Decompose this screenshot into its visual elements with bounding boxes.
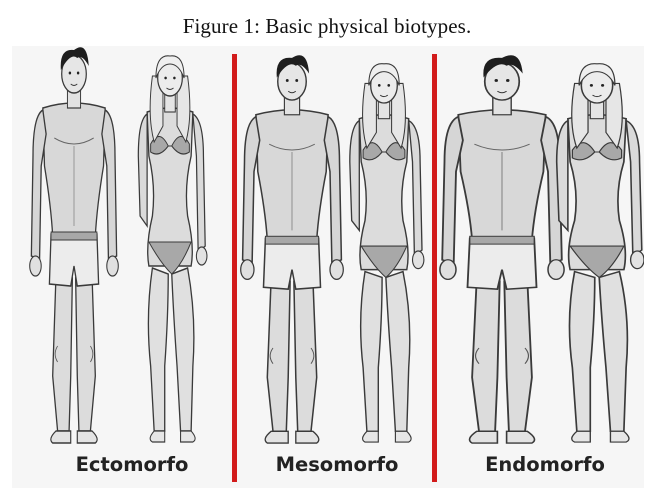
label-endomorph: Endomorfo xyxy=(460,453,630,476)
label-ectomorph: Ectomorfo xyxy=(52,453,212,476)
mesomorph-pair xyxy=(241,55,424,443)
divider-right xyxy=(432,54,437,482)
label-mesomorph: Mesomorfo xyxy=(252,453,422,476)
body-types-illustration xyxy=(12,46,644,488)
endomorph-male-figure xyxy=(440,55,564,443)
divider-left xyxy=(232,54,237,482)
mesomorph-male-figure xyxy=(241,55,344,443)
ectomorph-female-figure xyxy=(138,56,207,442)
endomorph-female-figure xyxy=(557,64,644,442)
ectomorph-male-figure xyxy=(30,47,119,443)
ectomorph-pair xyxy=(30,47,207,443)
mesomorph-female-figure xyxy=(350,64,424,442)
body-types-figure: Ectomorfo Mesomorfo Endomorfo xyxy=(12,46,644,488)
figure-caption: Figure 1: Basic physical biotypes. xyxy=(0,14,654,39)
endomorph-pair xyxy=(440,55,644,443)
